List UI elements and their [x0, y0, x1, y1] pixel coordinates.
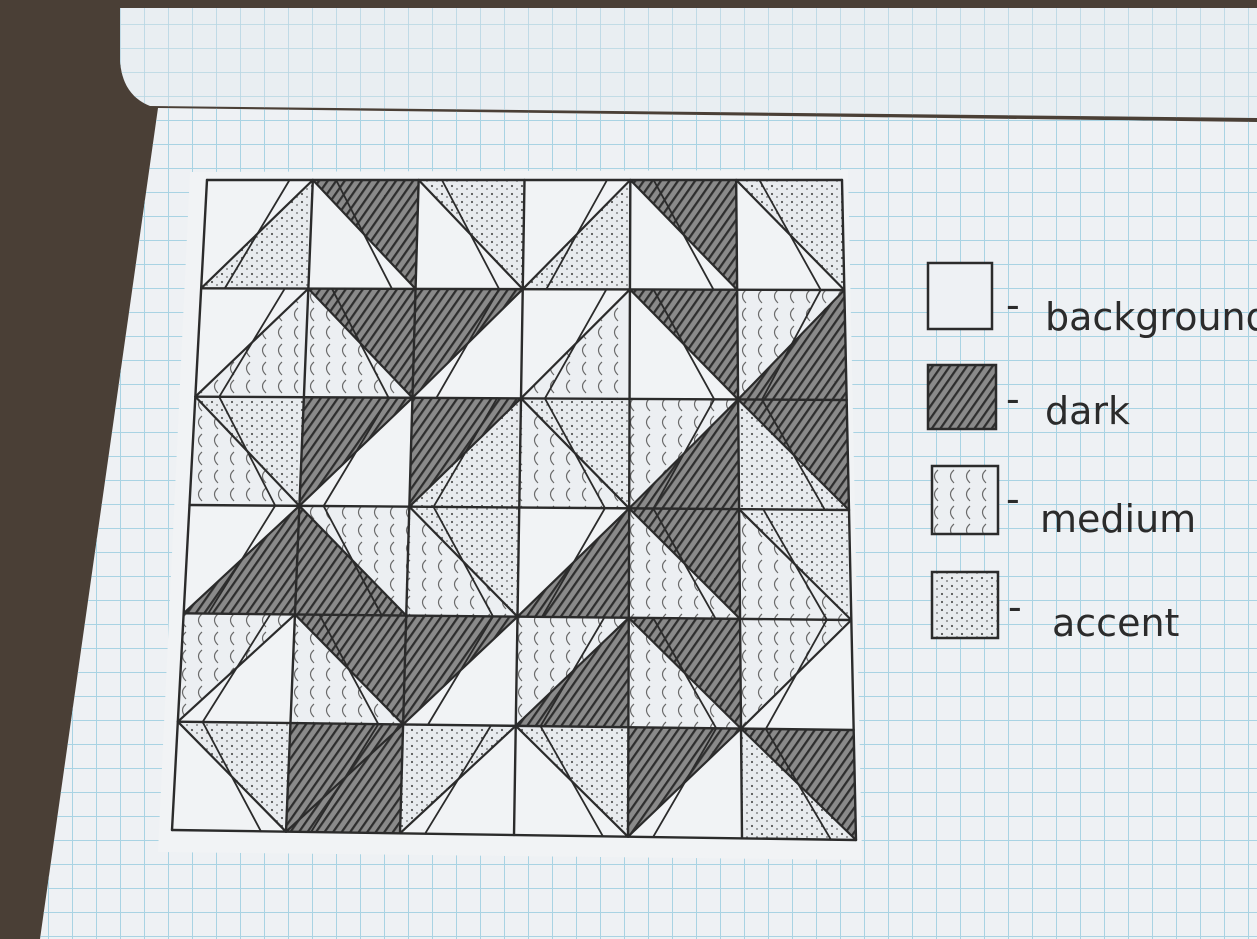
- legend-label-accent: accent: [1052, 601, 1179, 645]
- legend-swatch-dark: [928, 365, 996, 429]
- legend-label-dark: dark: [1045, 389, 1130, 433]
- quilt-drawing: [158, 170, 862, 860]
- legend-dash: -: [1006, 477, 1020, 521]
- legend-dash: -: [1006, 377, 1020, 421]
- legend-label-medium: medium: [1040, 497, 1196, 541]
- legend-swatch-medium: [932, 466, 998, 534]
- legend-swatch-accent: [932, 572, 998, 638]
- legend-dash: -: [1006, 283, 1020, 327]
- legend-label-background: background: [1045, 295, 1257, 339]
- legend-dash: -: [1008, 585, 1022, 629]
- legend-swatch-background: [928, 263, 992, 329]
